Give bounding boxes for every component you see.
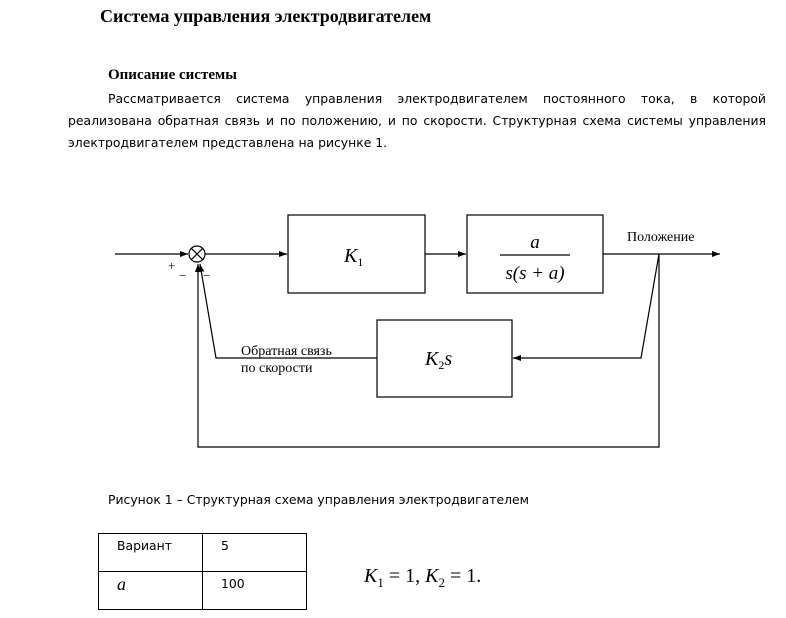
figure-caption: Рисунок 1 – Структурная схема управления… xyxy=(108,492,529,507)
gain-formula: K1 = 1, K2 = 1. xyxy=(364,565,481,591)
velocity-feedback-line xyxy=(513,253,660,361)
section-heading: Описание системы xyxy=(108,67,237,83)
k2s-label: K2s xyxy=(424,348,452,372)
summing-junction xyxy=(188,245,206,263)
k1-subscript: 1 xyxy=(377,575,384,590)
minus-sign: − xyxy=(203,268,210,283)
feedback-label-line2: по скорости xyxy=(241,361,313,376)
table-cell: 5 xyxy=(202,533,307,572)
table-cell: a xyxy=(98,571,203,610)
plant-numerator: a xyxy=(530,232,540,253)
k2-value: = 1. xyxy=(444,565,482,587)
output-label: Положение xyxy=(627,230,694,245)
k2-symbol: K xyxy=(425,565,439,587)
table-row: Вариант 5 xyxy=(98,533,307,572)
plant-denominator: s(s + a) xyxy=(505,263,564,284)
feedback-label-line1: Обратная связь xyxy=(241,344,332,359)
variant-table: Вариант 5 a 100 xyxy=(98,533,307,610)
plus-sign: + xyxy=(168,258,175,273)
table-cell: 100 xyxy=(202,571,307,610)
k2-subscript: 2 xyxy=(438,575,445,590)
table-cell: Вариант xyxy=(98,533,203,572)
k1-label: K1 xyxy=(343,245,363,269)
k1-symbol: K xyxy=(364,565,378,587)
position-feedback-line xyxy=(195,254,660,448)
k1-value: = 1, xyxy=(383,565,426,587)
description-paragraph: Рассматривается система управления элект… xyxy=(68,91,766,150)
minus-sign: − xyxy=(179,268,186,283)
table-row: a 100 xyxy=(98,571,307,610)
page-title: Система управления электродвигателем xyxy=(100,6,432,26)
